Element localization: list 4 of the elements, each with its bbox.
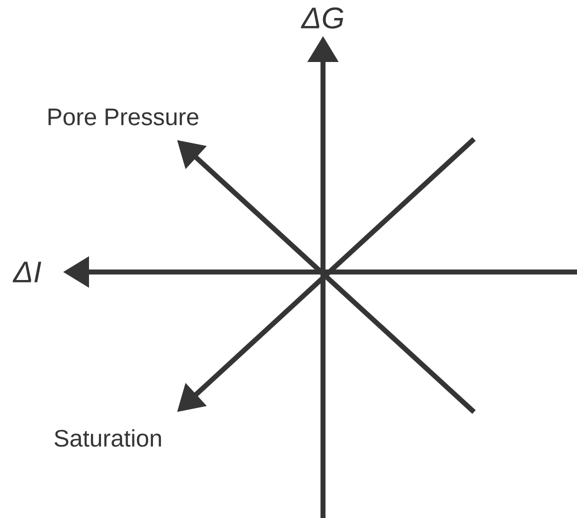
axis-label: ΔG [300,7,344,29]
direction-label: Saturation [54,429,161,447]
axis-label: ΔI [12,262,42,282]
direction-label: Pore Pressure [48,108,198,126]
